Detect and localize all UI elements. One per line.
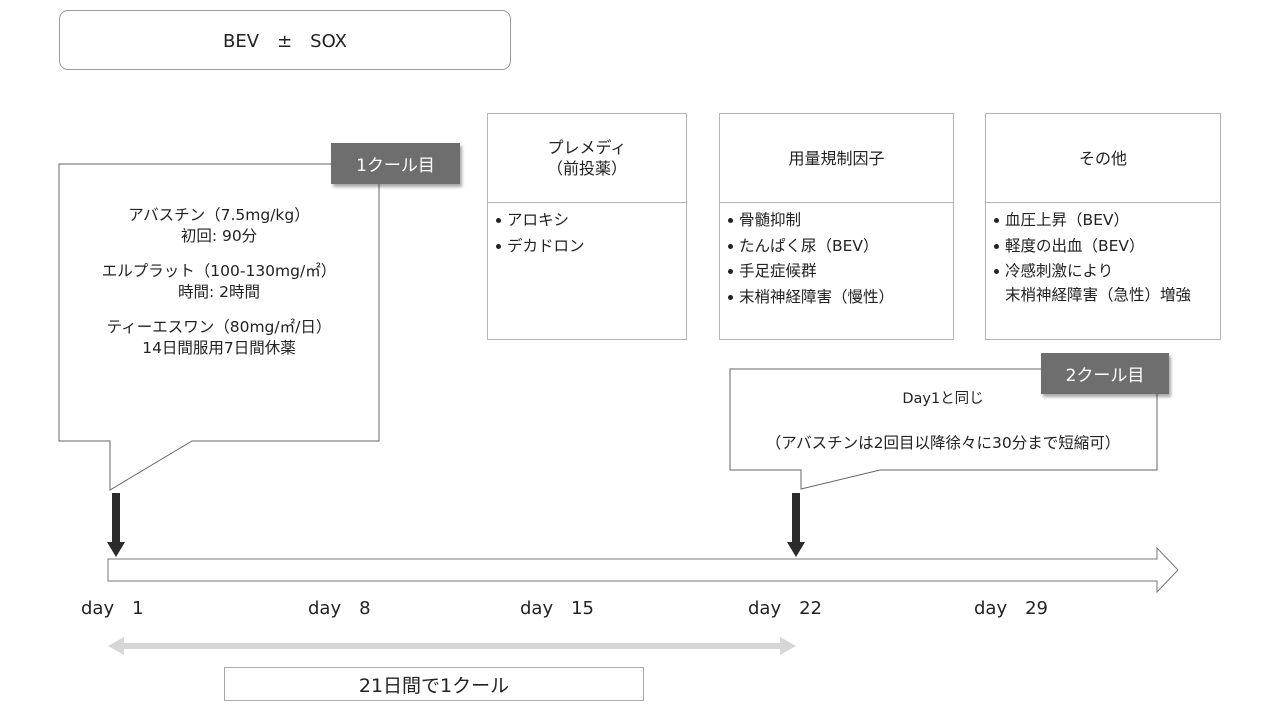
list-item-text: 冷感刺激により xyxy=(1005,262,1114,280)
cycle2-note: （アバスチンは2回目以降徐々に30分まで短縮可） xyxy=(765,434,1121,452)
list-item-text: たんぱく尿（BEV） xyxy=(739,236,879,255)
list-item-text: 骨髄抑制 xyxy=(739,211,802,229)
list-item: 骨髄抑制 xyxy=(728,208,945,234)
list-item-text: 血圧上昇（BEV） xyxy=(1005,211,1130,229)
cycle1-callout xyxy=(58,163,380,491)
box-heading-line: （前投薬） xyxy=(546,159,627,178)
day-label: day 8 xyxy=(308,598,371,619)
day-label: day 22 xyxy=(748,598,823,619)
spacer xyxy=(59,303,379,317)
list-item: 手足症候群 xyxy=(728,259,945,285)
cycle2-same-as-day1: Day1と同じ xyxy=(902,391,984,407)
day1-marker xyxy=(107,493,125,557)
timeline-arrow xyxy=(107,546,1179,594)
other-list: 血圧上昇（BEV） 軽度の出血（BEV） 冷感刺激により末梢神経障害（急性）増強 xyxy=(986,204,1220,305)
list-item: 冷感刺激により末梢神経障害（急性）増強 xyxy=(994,259,1212,305)
list-item-text: 末梢神経障害（慢性） xyxy=(739,287,895,306)
day-label: day 1 xyxy=(81,598,144,619)
box-heading-line: その他 xyxy=(1078,148,1127,168)
cycle-length-label: 21日間で1クール xyxy=(224,667,644,701)
cycle1-regimen: アバスチン（7.5mg/kg） 初回: 90分エルプラット（100-130mg/㎡… xyxy=(59,205,379,359)
box-heading-line: プレメディ xyxy=(547,138,627,157)
span-arrow xyxy=(108,637,796,655)
spacer xyxy=(59,247,379,261)
regimen-line: エルプラット（100-130mg/㎡） xyxy=(101,262,337,280)
regimen-line: 14日間服用7日間休薬 xyxy=(142,339,296,357)
other-box: その他 血圧上昇（BEV） 軽度の出血（BEV） 冷感刺激により末梢神経障害（急性）… xyxy=(985,113,1221,340)
list-item-text: デカドロン xyxy=(507,236,585,255)
cycle2-tab-label: 2クール目 xyxy=(1065,366,1145,386)
cycle1-tab-label: 1クール目 xyxy=(356,156,435,176)
cycle2-tab: 2クール目 xyxy=(1041,353,1169,394)
list-item-text: 末梢神経障害（急性）増強 xyxy=(1005,285,1192,304)
dose-limiting-list: 骨髄抑制たんぱく尿（BEV） 手足症候群末梢神経障害（慢性） xyxy=(720,204,953,310)
regimen-line: 初回: 90分 xyxy=(180,227,258,245)
list-item: 末梢神経障害（慢性） xyxy=(728,285,945,311)
regimen-line: 時間: 2時間 xyxy=(177,283,260,301)
list-item-text: 軽度の出血（BEV） xyxy=(1005,236,1145,255)
cycle-length-text: 21日間で1クール xyxy=(358,674,510,697)
day-label: day 15 xyxy=(520,598,595,619)
premed-list: アロキシデカドロン xyxy=(488,204,686,259)
box-heading-line: 用量規制因子 xyxy=(788,148,885,168)
diagram-title: BEV ± SOX xyxy=(223,31,347,52)
list-item-text: アロキシ xyxy=(507,211,570,229)
dose-limiting-box: 用量規制因子 骨髄抑制たんぱく尿（BEV） 手足症候群末梢神経障害（慢性） xyxy=(719,113,954,340)
premed-box: プレメディ （前投薬） アロキシデカドロン xyxy=(487,113,687,340)
cycle1-tab: 1クール目 xyxy=(331,143,460,184)
dose-limiting-heading: 用量規制因子 xyxy=(720,114,953,203)
list-item: アロキシ xyxy=(496,208,678,234)
premed-heading: プレメディ （前投薬） xyxy=(488,114,686,203)
other-heading: その他 xyxy=(986,114,1220,203)
list-item: デカドロン xyxy=(496,234,678,260)
regimen-line: アバスチン（7.5mg/kg） xyxy=(128,206,310,224)
list-item: 血圧上昇（BEV） xyxy=(994,208,1212,234)
title-box: BEV ± SOX xyxy=(59,10,511,70)
list-item: 軽度の出血（BEV） xyxy=(994,234,1212,260)
day-label: day 29 xyxy=(974,598,1049,619)
list-item-text: 手足症候群 xyxy=(739,262,817,280)
day22-marker xyxy=(787,493,805,557)
list-item: たんぱく尿（BEV） xyxy=(728,234,945,260)
regimen-line: ティーエスワン（80mg/㎡/日） xyxy=(106,318,332,336)
